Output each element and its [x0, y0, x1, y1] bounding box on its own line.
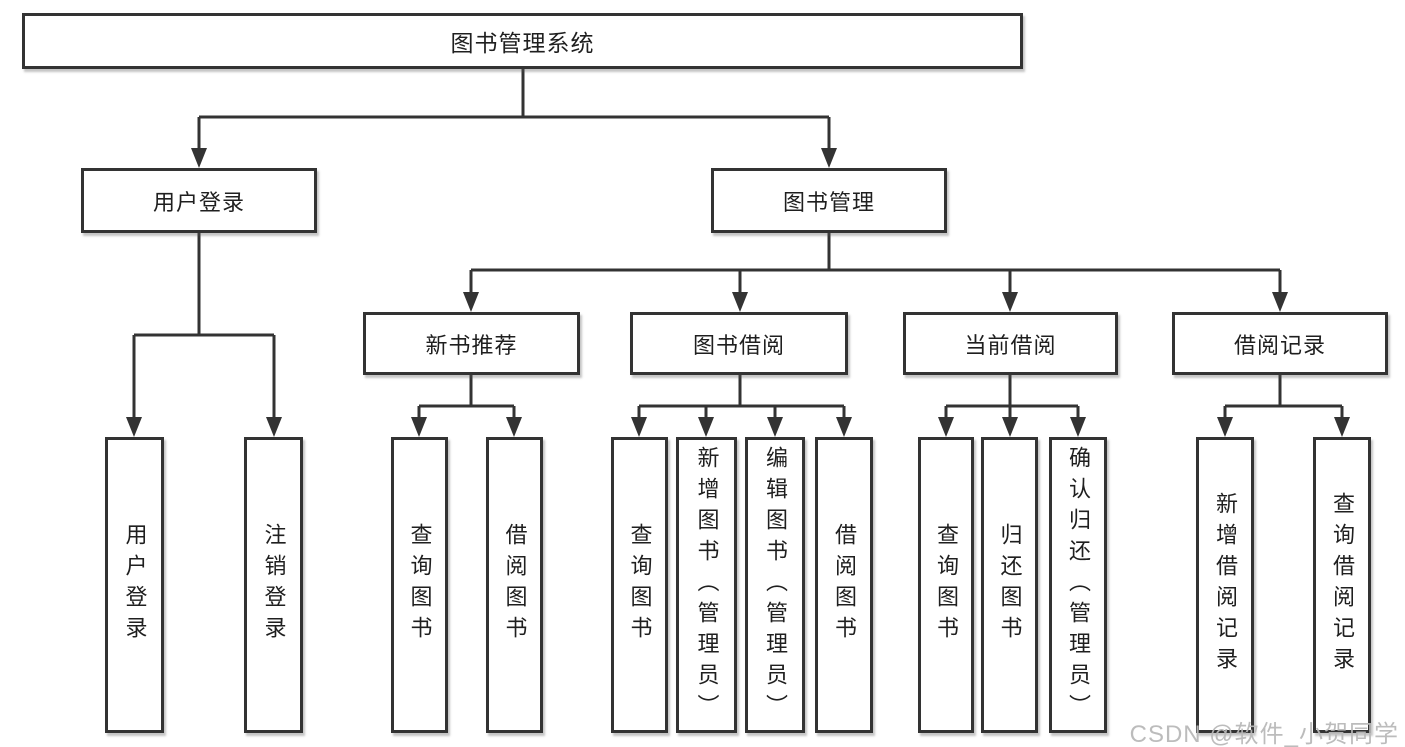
leaf-confirm-return-admin: 确认归还（管理员） [1049, 437, 1107, 733]
node-book-borrow-label: 图书借阅 [692, 332, 785, 358]
leaf-user-login: 用户登录 [105, 437, 164, 733]
leaf-borrow-book-recommend: 借阅图书 [486, 437, 543, 733]
node-root-label: 图书管理系统 [450, 30, 595, 56]
node-book-management-label: 图书管理 [782, 189, 875, 215]
leaf-logout: 注销登录 [244, 437, 303, 733]
node-borrow-record-label: 借阅记录 [1233, 332, 1326, 358]
node-current-borrow: 当前借阅 [903, 312, 1118, 375]
leaf-edit-book-admin: 编辑图书（管理员） [745, 437, 805, 733]
node-new-book-recommend-label: 新书推荐 [425, 332, 518, 358]
csdn-watermark: CSDN @软件_小贺同学 [1129, 721, 1399, 747]
leaf-query-book-current: 查询图书 [918, 437, 974, 733]
node-book-borrow: 图书借阅 [630, 312, 848, 375]
node-current-borrow-label: 当前借阅 [964, 332, 1057, 358]
leaf-add-book-admin: 新增图书（管理员） [676, 437, 737, 733]
node-user-login-label: 用户登录 [152, 189, 245, 215]
node-book-management: 图书管理 [711, 168, 947, 233]
leaf-add-borrow-record: 新增借阅记录 [1196, 437, 1254, 733]
node-borrow-record: 借阅记录 [1172, 312, 1388, 375]
arrowheads [126, 148, 1350, 437]
leaf-return-book: 归还图书 [981, 437, 1038, 733]
node-user-login: 用户登录 [81, 168, 317, 233]
leaf-borrow-book: 借阅图书 [815, 437, 873, 733]
node-new-book-recommend: 新书推荐 [363, 312, 580, 375]
leaf-query-borrow-record: 查询借阅记录 [1313, 437, 1371, 733]
node-root: 图书管理系统 [22, 13, 1023, 69]
leaf-query-book-borrow: 查询图书 [611, 437, 668, 733]
leaf-query-book-recommend: 查询图书 [391, 437, 448, 733]
